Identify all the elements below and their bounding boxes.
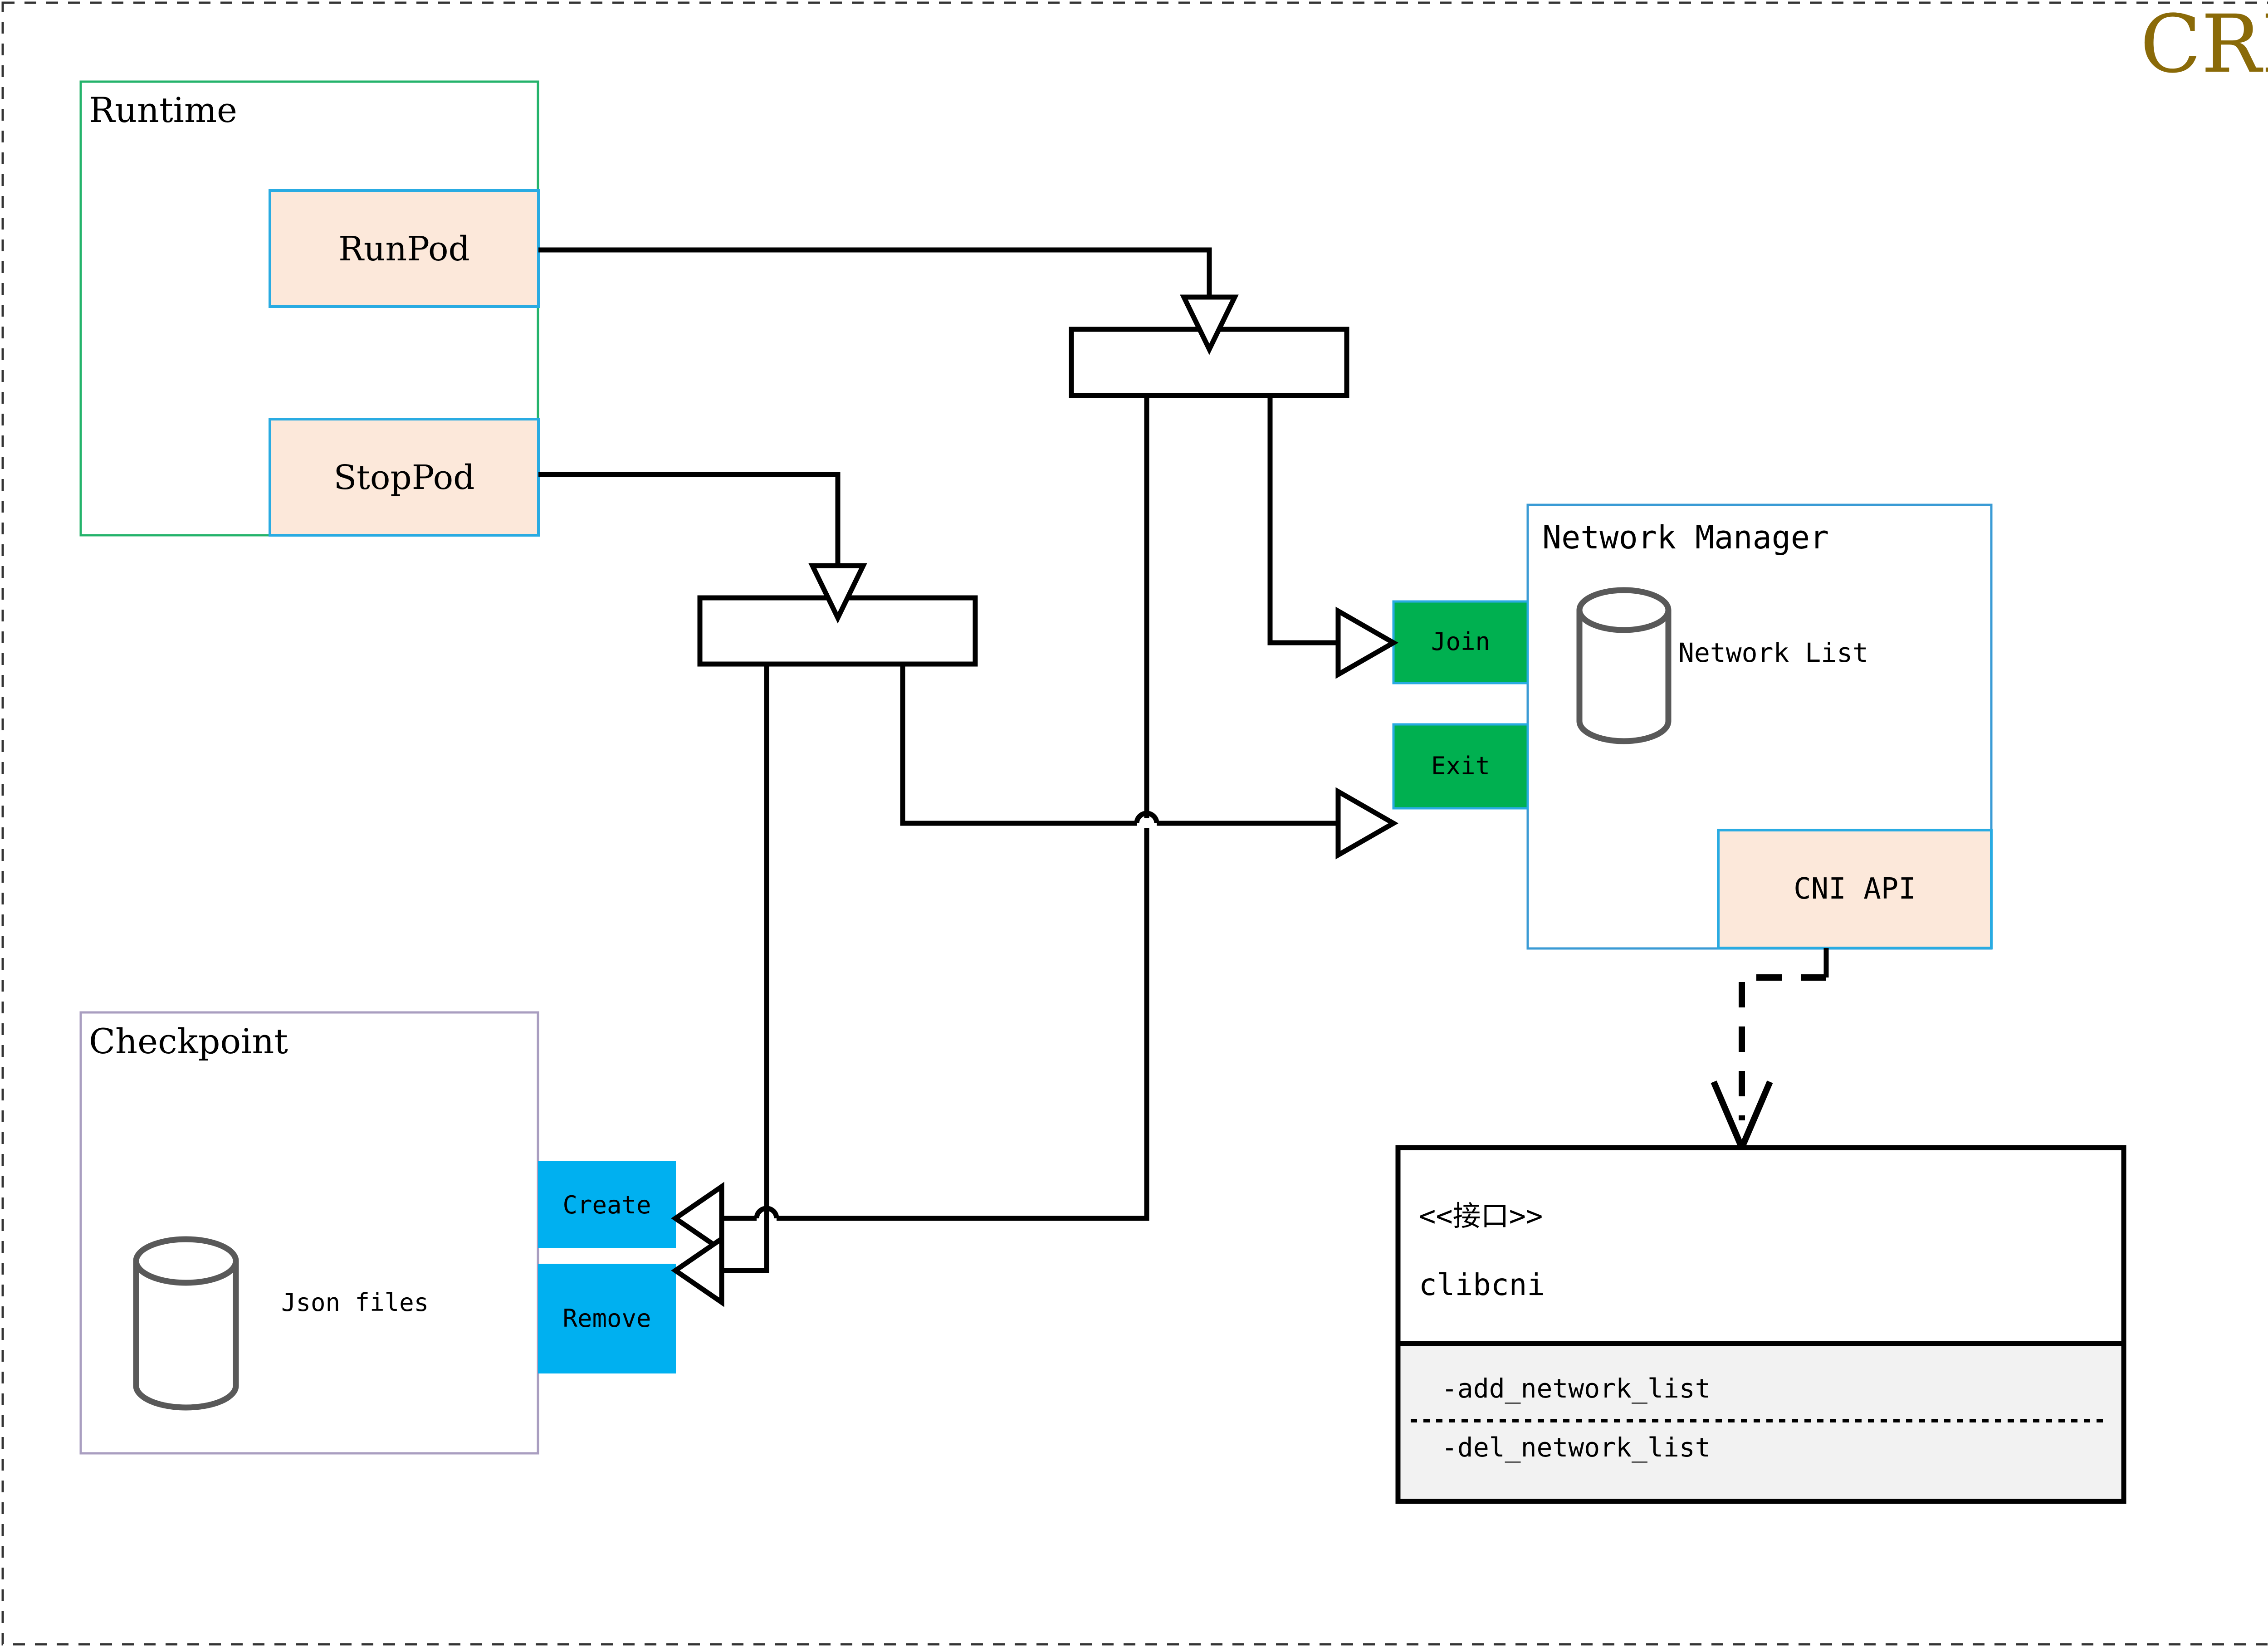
runtime-package-title: Runtime bbox=[89, 90, 238, 130]
network-manager-title: Network Manager bbox=[1542, 519, 1829, 556]
arrowhead-into-junction-bottom bbox=[808, 563, 867, 624]
arrowhead-into-exit bbox=[1335, 787, 1399, 860]
runpod-box[interactable] bbox=[269, 189, 540, 308]
join-label: Join bbox=[1431, 627, 1491, 656]
arrowhead-into-join bbox=[1335, 606, 1399, 679]
cni-api-box[interactable] bbox=[1717, 829, 1993, 949]
arrowhead-into-junction-top bbox=[1180, 294, 1239, 355]
arrowheads bbox=[671, 294, 1399, 1307]
network-list-label: Network List bbox=[1678, 637, 1869, 668]
arrowhead-into-remove bbox=[671, 1234, 724, 1307]
create-label: Create bbox=[562, 1191, 651, 1219]
checkpoint-package-title: Checkpoint bbox=[89, 1021, 288, 1061]
stoppod-label: StopPod bbox=[333, 458, 475, 497]
create-box[interactable] bbox=[538, 1161, 676, 1248]
edge-stoppod-to-junction-bottom bbox=[538, 472, 841, 566]
clibcni-method-add: -add_network_list bbox=[1442, 1373, 1711, 1404]
json-files-label: Json files bbox=[281, 1288, 429, 1317]
clibcni-method-del: -del_network_list bbox=[1442, 1432, 1711, 1463]
cni-api-label: CNI API bbox=[1794, 872, 1916, 906]
exit-box[interactable] bbox=[1392, 723, 1529, 810]
hop-exit-crossing bbox=[1134, 811, 1159, 824]
edge-junction-top-to-create bbox=[782, 396, 1149, 1221]
json-files-cylinder-icon bbox=[133, 1236, 239, 1411]
remove-label: Remove bbox=[562, 1304, 651, 1333]
hop-create-crossing bbox=[754, 1206, 779, 1219]
page-title: CRI bbox=[2140, 0, 2268, 91]
stoppod-box[interactable] bbox=[269, 418, 540, 537]
remove-box[interactable] bbox=[538, 1264, 676, 1373]
runpod-label: RunPod bbox=[338, 230, 470, 269]
exit-label: Exit bbox=[1431, 752, 1491, 780]
arrowhead-into-create bbox=[671, 1182, 724, 1255]
edge-runpod-to-junction-top bbox=[538, 247, 1212, 297]
edge-cniapi-to-clibcni bbox=[1739, 974, 1826, 1120]
edge-junction-bottom-to-exit bbox=[900, 664, 1338, 826]
clibcni-name: clibcni bbox=[1419, 1267, 1545, 1302]
clibcni-stereotype: <<接口>> bbox=[1419, 1199, 1543, 1232]
network-list-cylinder-icon bbox=[1576, 587, 1672, 744]
edge-junction-top-to-join bbox=[1267, 396, 1338, 645]
edge-junction-bottom-to-remove bbox=[722, 664, 769, 1273]
connector-lines bbox=[538, 247, 1829, 1273]
